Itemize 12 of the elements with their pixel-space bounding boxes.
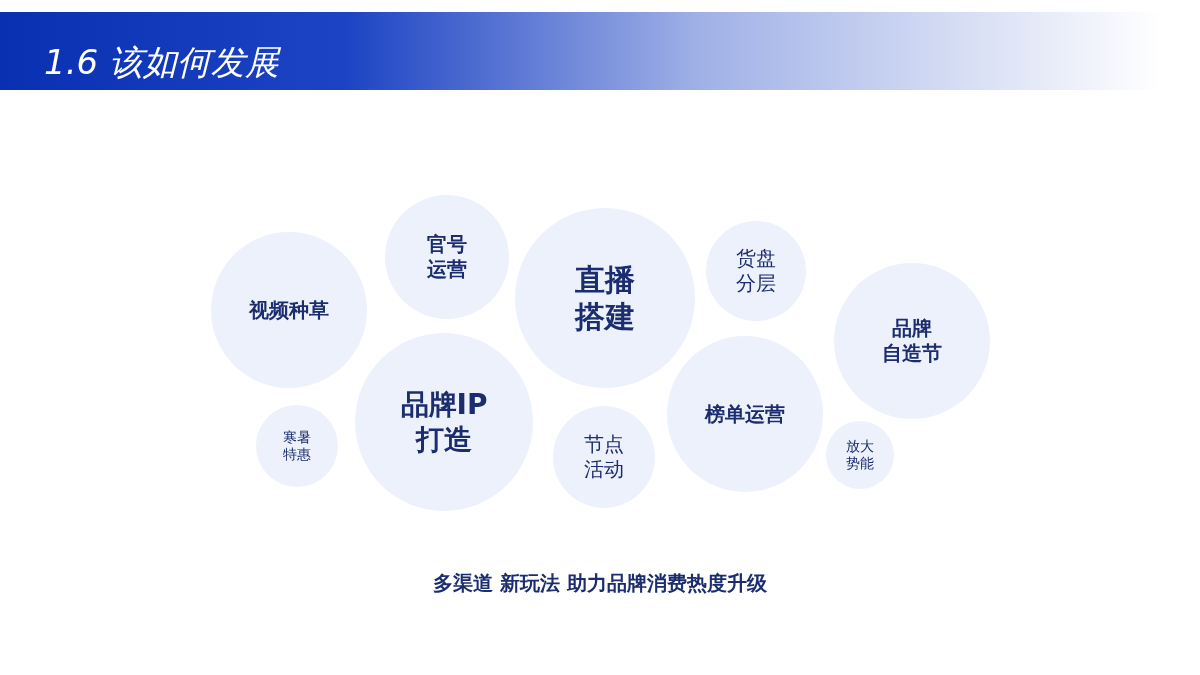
bubble-label: 榜单运营 <box>705 401 785 427</box>
bubble-label: 节点活动 <box>584 432 624 482</box>
bubble-label: 货盘分层 <box>736 246 776 296</box>
bubble-label: 放大势能 <box>846 437 874 473</box>
title: 1.6 该如何发展 <box>44 41 279 84</box>
bubble-label: 官号运营 <box>427 232 467 282</box>
bubble-label: 品牌自造节 <box>882 316 942 366</box>
caption: 多渠道 新玩法 助力品牌消费热度升级 <box>433 571 767 595</box>
bubble-label: 直播搭建 <box>575 260 635 336</box>
bubble-label: 品牌IP打造 <box>400 387 488 457</box>
bubble-label: 寒暑特惠 <box>283 428 311 464</box>
bubble-label: 视频种草 <box>249 297 329 323</box>
